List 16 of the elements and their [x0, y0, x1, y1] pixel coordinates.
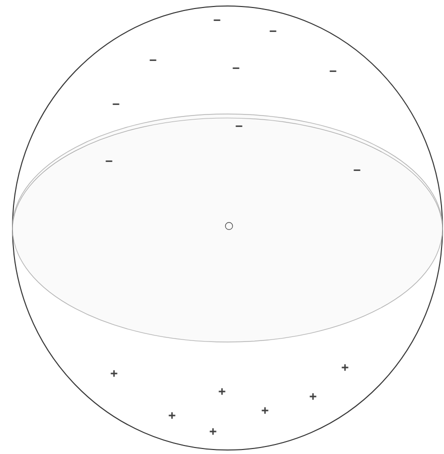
charge-sign: −	[112, 103, 120, 105]
charge-sign: −	[354, 169, 360, 171]
charge-sign: −	[270, 30, 276, 32]
charge-sign: +	[210, 428, 216, 435]
charge-sign: +	[262, 407, 268, 414]
charge-sign: −	[236, 125, 242, 127]
charge-sign: +	[168, 412, 176, 419]
charge-sign: −	[330, 70, 336, 72]
charge-sign: +	[218, 388, 226, 395]
charge-sign: +	[310, 393, 316, 400]
charge-sign: +	[342, 364, 348, 371]
charge-sign: −	[150, 59, 156, 61]
charge-sign: +	[110, 370, 118, 377]
charge-sign: −	[232, 67, 240, 69]
charge-sign: −	[106, 160, 112, 162]
charge-sign: −	[214, 19, 220, 21]
